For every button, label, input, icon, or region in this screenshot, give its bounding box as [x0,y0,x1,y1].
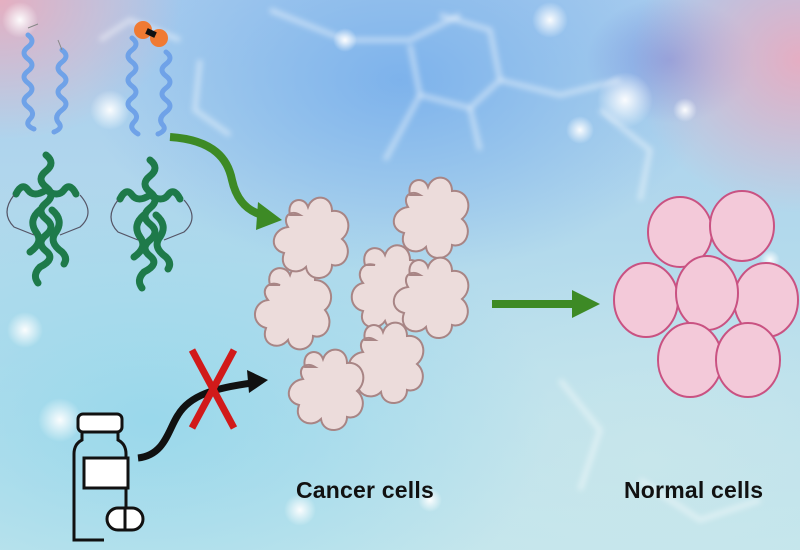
cancer-cells-label: Cancer cells [296,477,434,503]
normal-cell [709,190,775,262]
background-glows [2,2,780,526]
drug-bottle-icon [72,412,145,542]
normal-cell [675,255,739,331]
green-straight-arrow-icon [492,290,600,318]
loop-icon [6,194,89,236]
cancer-cell [348,321,425,404]
normal-cell [657,322,723,398]
red-x-icon [188,348,238,430]
cancer-cell [393,176,470,259]
green-domain-icon [116,156,184,292]
crosslinker-icon [134,21,168,47]
blue-helix-icon [21,32,69,135]
normal-cells-label: Normal cells [624,477,764,503]
cancer-cell [393,256,470,339]
protein-left [6,23,89,287]
loop-icon [110,199,193,241]
normal-cell [613,262,679,338]
normal-cell [715,322,781,398]
black-arrow-icon [137,370,268,462]
cancer-cell [273,196,350,279]
green-curved-arrow-icon [169,133,282,230]
green-domain-icon [12,151,80,287]
blue-helix-icon [125,35,173,137]
protein-right [110,21,193,292]
cancer-cells-cluster [254,176,470,431]
normal-cells-cluster [613,190,799,398]
cancer-cell [288,348,365,431]
tail-icon [27,23,63,51]
